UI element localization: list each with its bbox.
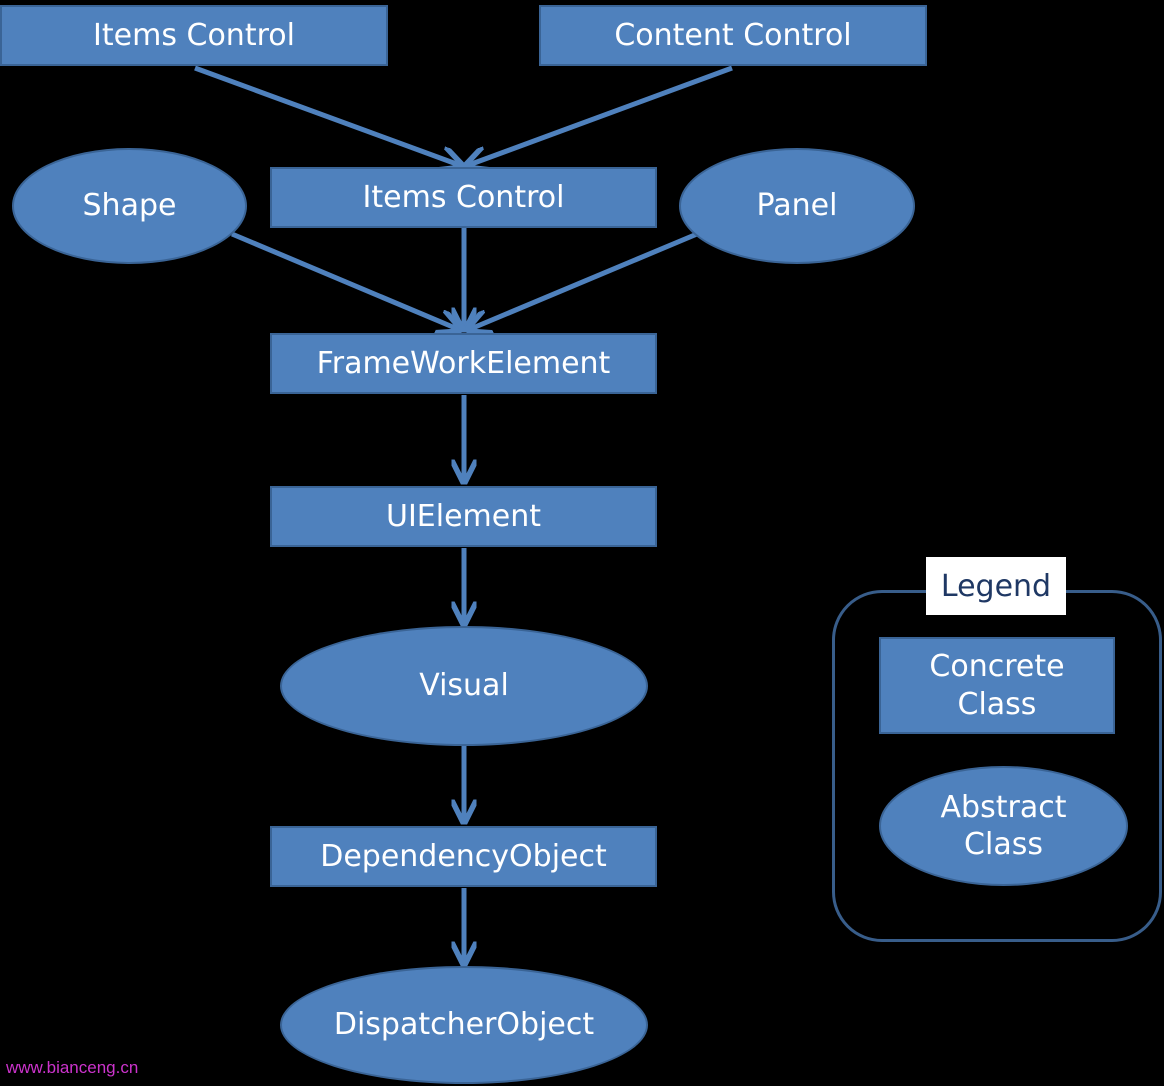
edge-panel-to-framework-element: [468, 231, 698, 330]
edge-items-control-to-items-control: [194, 65, 462, 166]
watermark: www.bianceng.cn: [6, 1058, 139, 1077]
legend-title: Legend: [926, 557, 1066, 615]
node-dependency-object: DependencyObject: [270, 826, 657, 887]
node-framework-element: FrameWorkElement: [270, 333, 657, 394]
node-visual: Visual: [280, 626, 648, 746]
node-items-control-mid: Items Control: [270, 167, 657, 228]
node-items-control-top: Items Control: [0, 5, 388, 66]
node-shape: Shape: [12, 148, 247, 264]
edge-shape-to-framework-element: [231, 231, 460, 330]
node-panel: Panel: [679, 148, 915, 264]
edge-content-control-to-items-control: [466, 65, 733, 166]
node-dispatcher-object: DispatcherObject: [280, 966, 648, 1084]
node-ui-element: UIElement: [270, 486, 657, 547]
legend-abstract-class: Abstract Class: [879, 766, 1128, 886]
legend-concrete-class: Concrete Class: [879, 637, 1115, 734]
node-content-control: Content Control: [539, 5, 927, 66]
